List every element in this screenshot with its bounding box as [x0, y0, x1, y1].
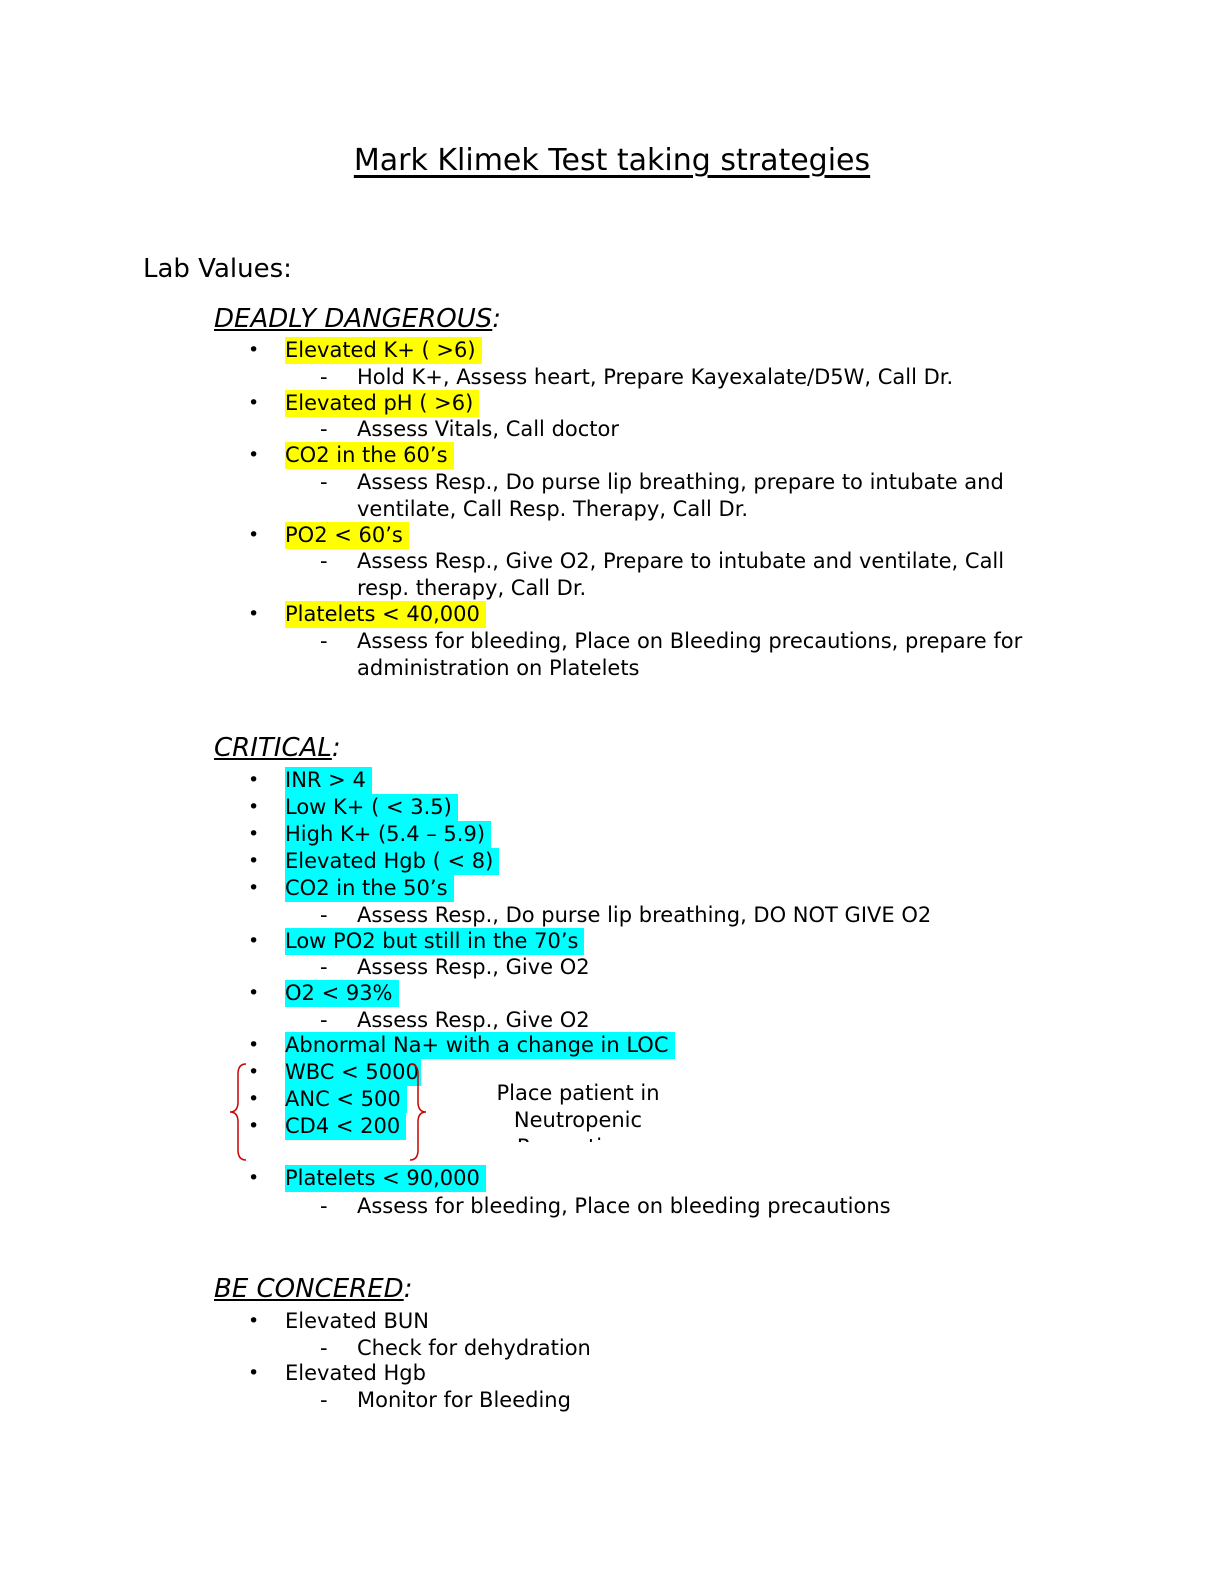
bullet-icon: •: [248, 392, 260, 414]
action-text: Assess Vitals, Call doctor: [357, 417, 620, 441]
dash-icon: -: [320, 955, 328, 979]
action-text: Assess Resp., Give O2: [357, 955, 590, 979]
section-heading-critical-colon: :: [331, 733, 341, 763]
lab-value-label: Platelets < 90,000: [285, 1165, 486, 1192]
action-text: Monitor for Bleeding: [357, 1388, 571, 1412]
action-text: Assess for bleeding, Place on bleeding p…: [357, 1194, 891, 1218]
section-heading-critical: CRITICAL:: [214, 732, 341, 764]
neutropenic-precautions-note: Place patient in Neutropenic Precautions: [478, 1080, 678, 1142]
lab-value-label: CO2 in the 60’s: [285, 442, 454, 469]
lab-values-label: Lab Values:: [143, 254, 292, 284]
bullet-icon: •: [248, 1362, 260, 1384]
lab-value-label: Elevated Hgb ( < 8): [285, 848, 500, 875]
document-title-text: Mark Klimek Test taking strategies: [353, 143, 871, 178]
lab-value-label: INR > 4: [285, 767, 372, 794]
bullet-icon: •: [248, 769, 260, 791]
action-text: Assess Resp., Do purse lip breathing, DO…: [357, 903, 932, 927]
bullet-icon: •: [248, 1088, 260, 1110]
dash-icon: -: [320, 470, 328, 494]
lab-value-label: Platelets < 40,000: [285, 601, 486, 628]
side-note-line-1: Place patient in: [496, 1081, 660, 1105]
bullet-icon: •: [248, 339, 260, 361]
bullet-icon: •: [248, 1061, 260, 1083]
lab-value-label: WBC < 5000: [285, 1059, 421, 1086]
bullet-icon: •: [248, 982, 260, 1004]
lab-value-label: CO2 in the 50’s: [285, 875, 454, 902]
side-note-line-3: Precautions: [478, 1134, 678, 1142]
lab-value-label: ANC < 500: [285, 1086, 407, 1113]
section-heading-concerned-text: BE CONCERED: [214, 1274, 404, 1304]
side-note-line-2: Neutropenic: [513, 1108, 643, 1132]
action-text: Assess Resp., Do purse lip breathing, pr…: [357, 470, 1004, 521]
section-heading-concerned: BE CONCERED:: [214, 1273, 412, 1305]
section-heading-deadly-text: DEADLY DANGEROUS: [214, 304, 493, 334]
lab-value-label: PO2 < 60’s: [285, 522, 409, 549]
lab-value-label: Elevated BUN: [285, 1309, 429, 1333]
bullet-icon: •: [248, 524, 260, 546]
action-text: Assess Resp., Give O2: [357, 1008, 590, 1032]
lab-value-label: Elevated pH ( >6): [285, 390, 480, 417]
lab-value-label: CD4 < 200: [285, 1113, 407, 1140]
lab-value-label: Low K+ ( < 3.5): [285, 794, 458, 821]
lab-value-label: Elevated K+ ( >6): [285, 337, 482, 364]
dash-icon: -: [320, 629, 328, 653]
bullet-icon: •: [248, 1310, 260, 1332]
bullet-icon: •: [248, 444, 260, 466]
dash-icon: -: [320, 1008, 328, 1032]
action-text: Assess Resp., Give O2, Prepare to intuba…: [357, 549, 1005, 600]
dash-icon: -: [320, 1194, 328, 1218]
lab-value-label: High K+ (5.4 – 5.9): [285, 821, 492, 848]
dash-icon: -: [320, 417, 328, 441]
bullet-icon: •: [248, 1034, 260, 1056]
bullet-icon: •: [248, 850, 260, 872]
left-curly-bracket-icon: [229, 1063, 247, 1161]
dash-icon: -: [320, 365, 328, 389]
right-curly-bracket-icon: [409, 1063, 427, 1161]
section-heading-critical-text: CRITICAL: [214, 733, 332, 763]
document-title: Mark Klimek Test taking strategies: [0, 142, 1224, 180]
action-text: Check for dehydration: [357, 1336, 591, 1360]
bullet-icon: •: [248, 603, 260, 625]
dash-icon: -: [320, 903, 328, 927]
dash-icon: -: [320, 549, 328, 573]
action-text: Hold K+, Assess heart, Prepare Kayexalat…: [357, 365, 954, 389]
lab-value-label: Low PO2 but still in the 70’s: [285, 928, 585, 955]
bullet-icon: •: [248, 1167, 260, 1189]
bullet-icon: •: [248, 877, 260, 899]
section-heading-deadly: DEADLY DANGEROUS:: [214, 303, 501, 335]
lab-value-label: Elevated Hgb: [285, 1361, 426, 1385]
lab-value-label: O2 < 93%: [285, 980, 399, 1007]
bullet-icon: •: [248, 1115, 260, 1137]
dash-icon: -: [320, 1336, 328, 1360]
bullet-icon: •: [248, 796, 260, 818]
section-heading-concerned-colon: :: [403, 1274, 413, 1304]
section-heading-deadly-colon: :: [492, 304, 502, 334]
bullet-icon: •: [248, 930, 260, 952]
action-text: Assess for bleeding, Place on Bleeding p…: [357, 629, 1023, 680]
dash-icon: -: [320, 1388, 328, 1412]
bullet-icon: •: [248, 823, 260, 845]
lab-value-label: Abnormal Na+ with a change in LOC: [285, 1032, 675, 1059]
